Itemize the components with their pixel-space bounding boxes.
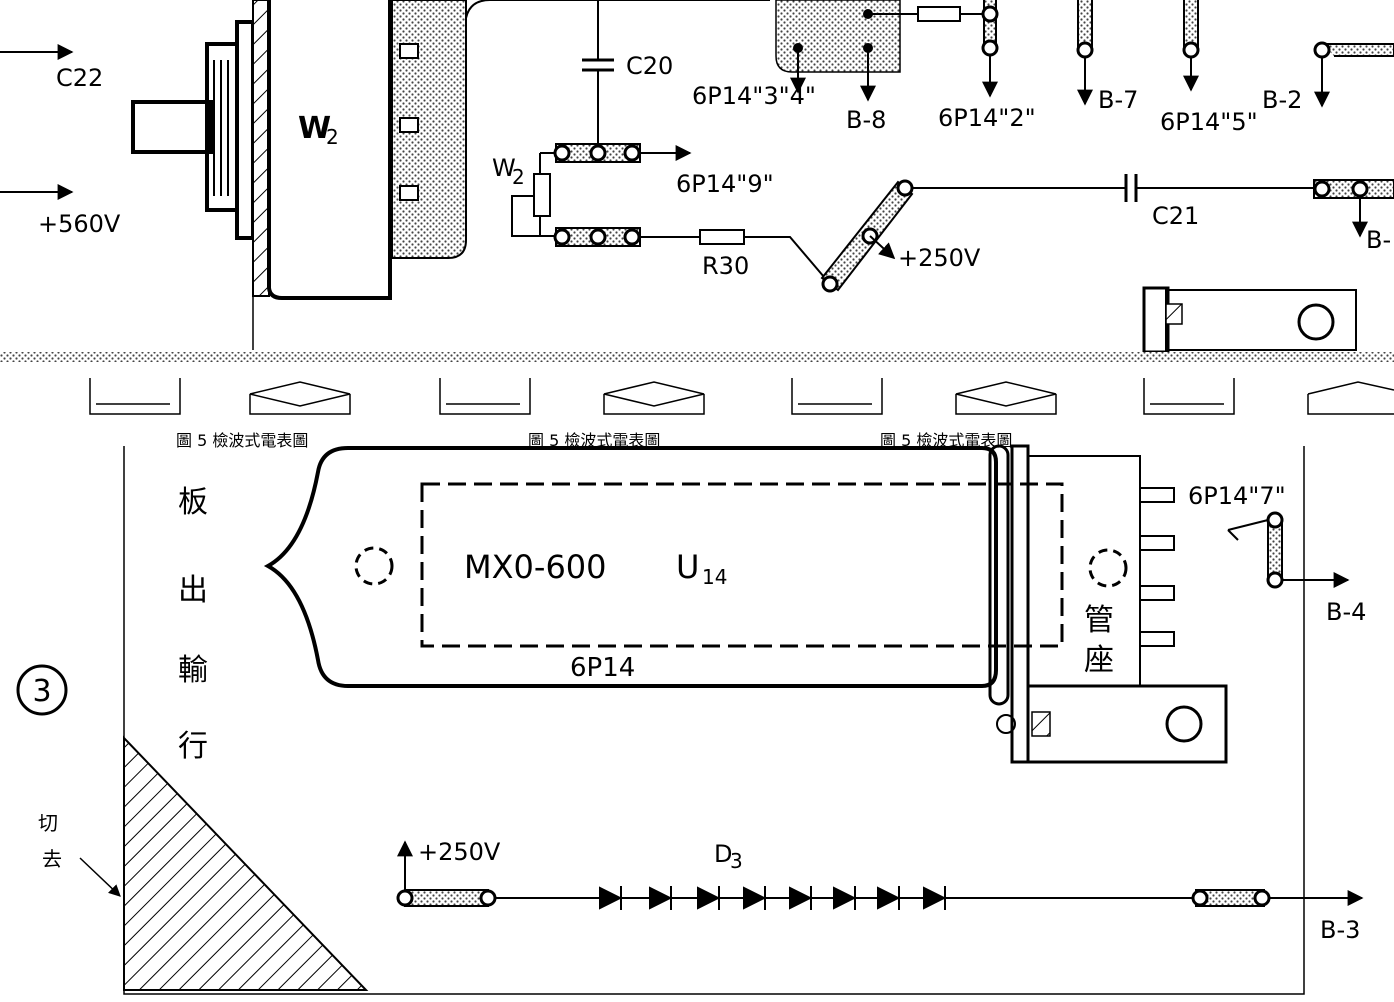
- r30-label: R30: [702, 252, 749, 280]
- cut-label-1: 切: [38, 811, 58, 835]
- v560-label: +560V: [38, 210, 121, 238]
- c22-label: C22: [56, 64, 103, 92]
- pin-6p14-2-label: 6P14"2": [938, 104, 1036, 132]
- caption-text-1: 圖 5 檢波式電表圖: [176, 431, 308, 450]
- capacitor-c20: C20: [582, 0, 673, 150]
- v250-bottom-label: +250V: [418, 838, 501, 866]
- pin7-label: 6P14"7": [1188, 482, 1286, 510]
- cut-away-area: [123, 735, 369, 991]
- c20-label: C20: [626, 52, 673, 80]
- board-title-char-4: 行: [178, 729, 208, 764]
- transformer-w2-sub: 2: [326, 125, 339, 149]
- diode-ref-sub: 3: [730, 849, 743, 873]
- pin-b7-label: B-7: [1098, 86, 1138, 114]
- pin-6p14-3-4-label: 6P14"3"4": [692, 82, 816, 110]
- tube-model-label: MX0-600: [464, 548, 607, 586]
- socket-label-1: 管: [1084, 603, 1114, 638]
- pin-b8-label: B-8: [846, 106, 886, 134]
- pin-b-right-label: B-: [1366, 226, 1391, 254]
- top-board: C22 +560V W 2 C2: [0, 0, 1394, 354]
- tube-socket: 管 座: [996, 444, 1228, 764]
- transformer-w2: W 2: [131, 0, 467, 350]
- pin-6p14-5-label: 6P14"5": [1160, 108, 1258, 136]
- tube-ref-label: U: [676, 548, 699, 586]
- diode-chain-d3: [599, 886, 947, 910]
- bottom-board: 切 去 板 出 輸 行 3 MX0-600 U 14 6P14: [16, 444, 1366, 995]
- cut-label-2: 去: [42, 847, 62, 871]
- circle-number: 3: [32, 674, 51, 709]
- board-title-char-1: 板: [178, 485, 208, 520]
- board-title-char-2: 出: [178, 573, 208, 608]
- transformer-w2-label: W: [298, 111, 331, 146]
- pin-b2-label: B-2: [1262, 86, 1302, 114]
- circle-number-ring: [16, 664, 68, 716]
- pin-6p14-9-label: 6P14"9": [676, 170, 774, 198]
- v250-top-label: +250V: [898, 244, 981, 272]
- caption-text-3: 圖 5 檢波式電表圖: [880, 431, 1012, 450]
- tube-name-label: 6P14: [570, 653, 635, 683]
- board-title-char-3: 輸: [178, 653, 208, 688]
- b3-label: B-3: [1320, 916, 1360, 944]
- pot-w2-sub: 2: [512, 165, 525, 189]
- b4-label: B-4: [1326, 598, 1366, 626]
- c21-label: C21: [1152, 202, 1199, 230]
- caption-text-2: 圖 5 檢波式電表圖: [528, 431, 660, 450]
- potentiometer-w2: W 2: [492, 143, 692, 247]
- diode-ref-label: D: [714, 840, 732, 868]
- tube-ref-sub: 14: [702, 565, 727, 589]
- caption-strip: 圖 5 檢波式電表圖 圖 5 檢波式電表圖 圖 5 檢波式電表圖: [0, 352, 1394, 450]
- pot-w2-label: W: [492, 154, 516, 182]
- socket-label-2: 座: [1084, 643, 1114, 678]
- tube-6p14: MX0-600 U 14 6P14: [263, 444, 1064, 706]
